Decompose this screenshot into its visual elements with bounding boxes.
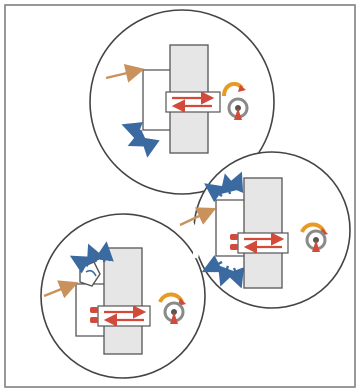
bypass-line-top <box>142 69 170 131</box>
port-mid-2 <box>230 244 238 250</box>
outer-frame <box>4 4 356 388</box>
exhaust-arrows-bottom <box>69 241 114 274</box>
panel-top <box>105 44 249 158</box>
inlet-arrow-bottom <box>43 280 79 299</box>
port-mid-1 <box>230 234 238 240</box>
pressure-gauge-icon-mid <box>305 229 327 252</box>
spool-mid <box>237 232 289 254</box>
port-bottom-1 <box>90 307 98 313</box>
panel-middle-right <box>179 171 328 289</box>
spool-top <box>165 91 221 113</box>
pressure-gauge-icon-bottom <box>163 301 185 324</box>
valve-body-bottom <box>103 247 143 355</box>
rotation-icon <box>222 81 246 97</box>
port-bottom-2 <box>90 317 98 323</box>
exhaust-arrows-mid-top <box>204 171 244 203</box>
exhaust-arrows-mid-bottom <box>201 254 244 289</box>
spool-bottom <box>97 305 151 327</box>
panel-bottom-left <box>43 241 186 355</box>
inlet-arrow-top <box>105 63 145 83</box>
bypass-line-mid <box>215 199 244 257</box>
pressure-gauge-icon <box>227 97 249 120</box>
inlet-arrow-mid <box>179 207 217 227</box>
exhaust-arrows-top <box>121 122 160 158</box>
